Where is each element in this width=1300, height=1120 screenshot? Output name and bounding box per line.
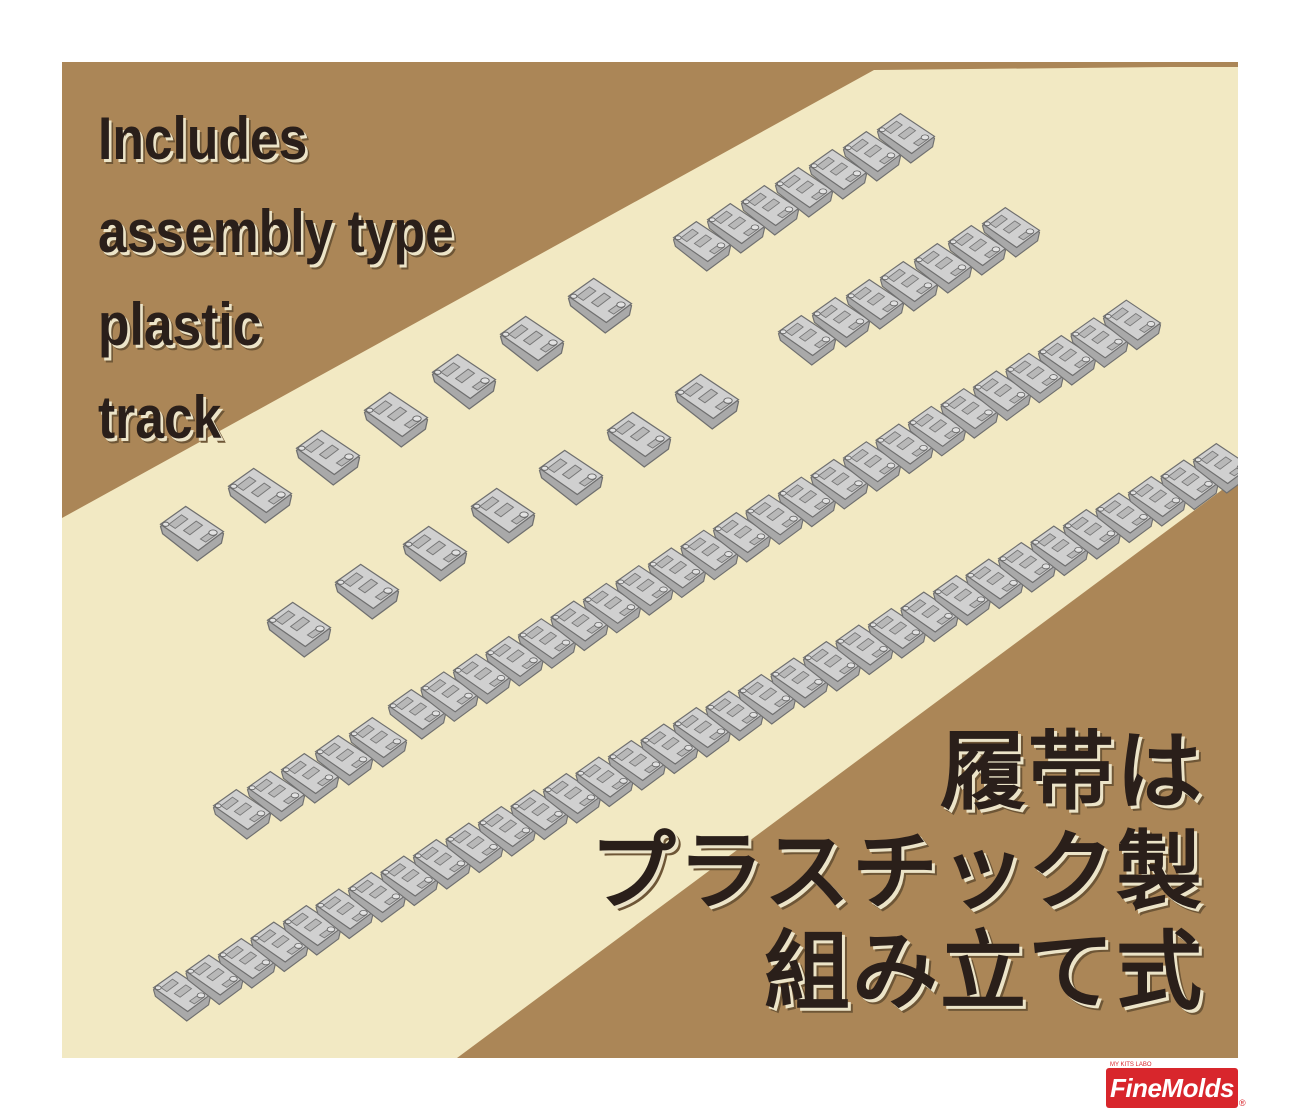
japanese-heading-line-2: プラスチック製 xyxy=(589,822,1204,922)
finemolds-logo: FineMolds xyxy=(1106,1068,1238,1108)
english-heading: Includes assembly type plastic track xyxy=(98,92,631,464)
japanese-heading-line-3: 組み立て式 xyxy=(764,922,1204,1022)
registered-mark: ® xyxy=(1239,1098,1246,1108)
english-heading-line-3: plastic xyxy=(98,291,262,358)
english-heading-line-4: track xyxy=(98,384,222,451)
logo-tagline: MY KITS LABO xyxy=(1110,1062,1152,1068)
logo-text: FineMolds xyxy=(1109,1072,1235,1103)
japanese-heading: 履帯は プラスチック製 組み立て式 xyxy=(590,722,1204,1022)
product-feature-panel: Includes assembly type plastic track 履帯は… xyxy=(62,62,1238,1058)
track-illustration xyxy=(62,67,1238,1058)
english-heading-line-1: Includes xyxy=(98,105,308,172)
english-heading-line-2: assembly type xyxy=(98,198,454,265)
japanese-heading-line-1: 履帯は xyxy=(940,722,1204,822)
